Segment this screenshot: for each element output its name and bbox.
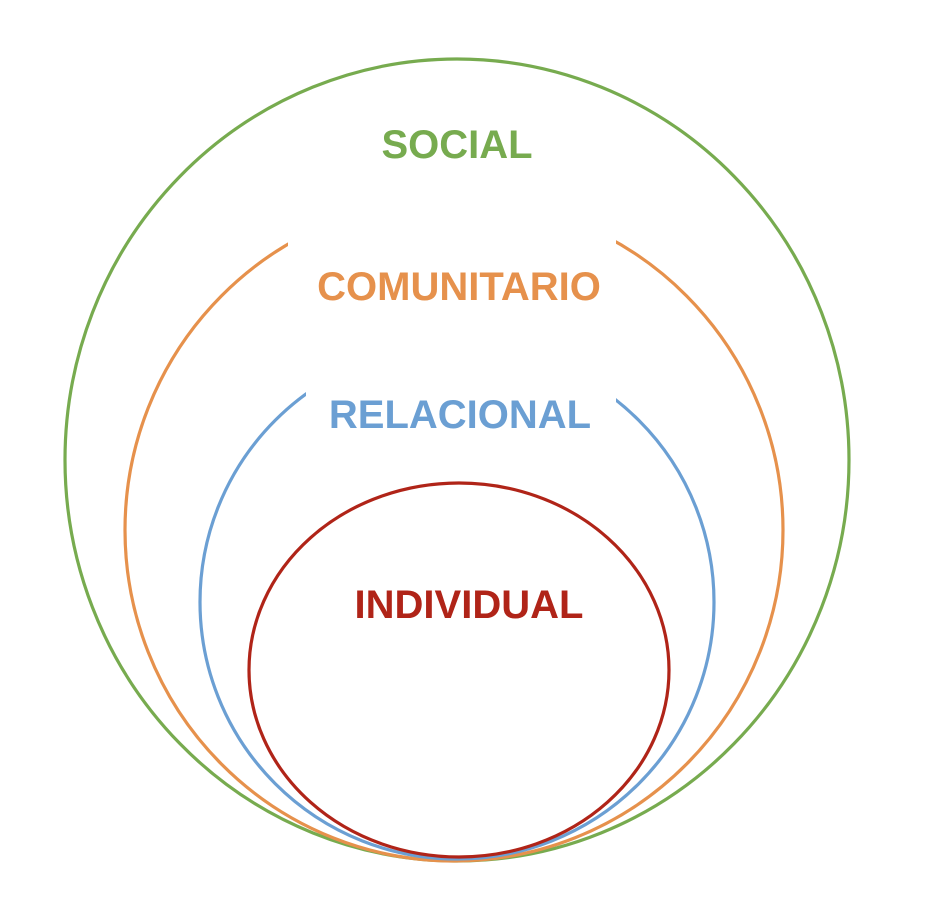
comunitario-ring-gap — [288, 194, 616, 246]
individual-ring — [247, 481, 671, 859]
social-label: SOCIAL — [381, 123, 532, 167]
social-ring — [63, 57, 851, 863]
relacional-ring-gap — [306, 340, 616, 402]
relacional-label: RELACIONAL — [329, 393, 591, 437]
comunitario-label: COMUNITARIO — [317, 265, 601, 309]
individual-label: INDIVIDUAL — [355, 583, 584, 627]
